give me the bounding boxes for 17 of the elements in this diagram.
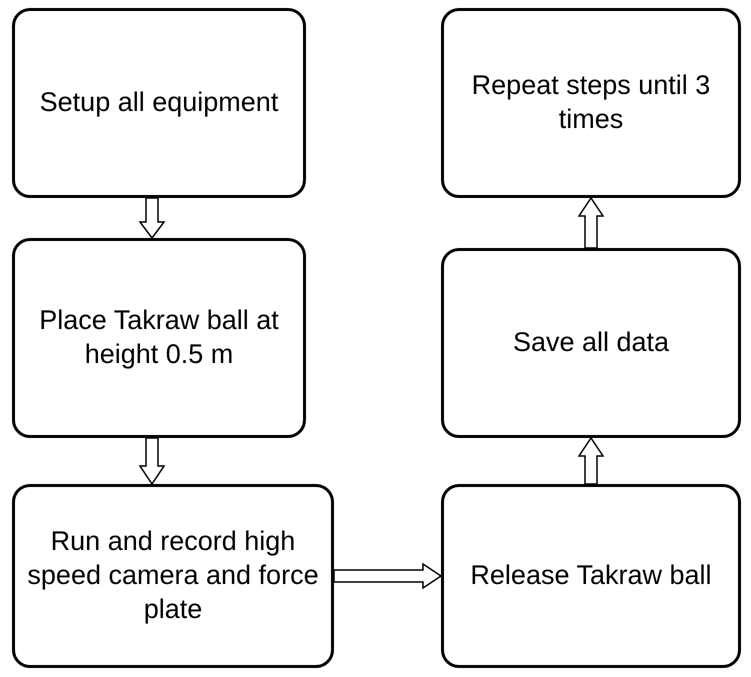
step-text: Release Takraw ball (470, 559, 712, 592)
arrow (138, 437, 166, 486)
step-text: Save all data (512, 326, 670, 360)
process-box (12, 8, 306, 198)
process-box (12, 238, 306, 438)
step-text: Place Takraw ball at height 0.5 m (38, 304, 280, 371)
process-box (441, 8, 741, 198)
process-box (12, 484, 334, 668)
arrow (333, 562, 442, 590)
process-box (441, 484, 741, 668)
step-text: Run and record high speed camera and force plate (26, 525, 320, 626)
arrow (578, 196, 604, 249)
process-box (441, 248, 741, 438)
arrow (578, 436, 604, 485)
step-text: Repeat steps until 3 times (470, 69, 712, 136)
step-text: Setup all equipment (40, 86, 278, 120)
arrow (138, 197, 166, 240)
